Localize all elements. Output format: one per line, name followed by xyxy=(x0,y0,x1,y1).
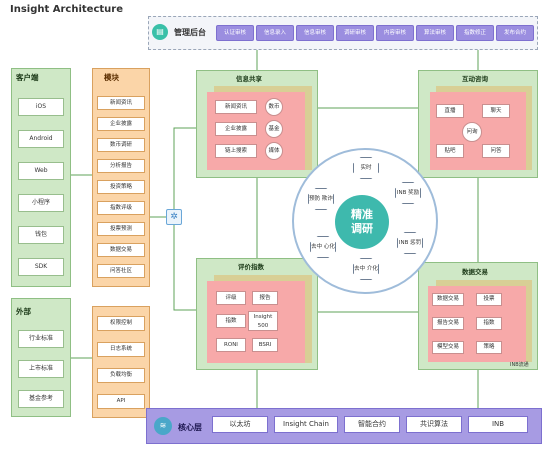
connector-hub-rating xyxy=(173,225,196,311)
trade-item-vote[interactable]: 投票 xyxy=(476,293,502,306)
rating-item-index[interactable]: 指数 xyxy=(216,314,246,328)
admin-item-certification[interactable]: 认证审核 xyxy=(216,25,254,41)
external-heading: 外部 xyxy=(16,307,31,316)
trade-item-index[interactable]: 指数 xyxy=(476,317,502,330)
layers-icon: ≋ xyxy=(154,417,172,435)
core-item-smart-contract[interactable]: 智能合约 xyxy=(344,416,400,433)
rating-item-grade[interactable]: 评级 xyxy=(216,291,246,305)
info-circle-fund[interactable]: 基金 xyxy=(265,120,283,138)
info-circle-coin[interactable]: 数币 xyxy=(265,98,283,116)
info-item-disclosure[interactable]: 企业披露 xyxy=(215,122,257,136)
interaction-item-qa[interactable]: 问答 xyxy=(482,144,510,158)
core-item-insight-chain[interactable]: Insight Chain xyxy=(274,416,338,433)
client-item-ios[interactable]: iOS xyxy=(18,98,64,116)
trade-item-report[interactable]: 报告交易 xyxy=(432,317,464,330)
module-item-vote-prediction[interactable]: 投票预测 xyxy=(97,222,145,236)
external-item-listing-standard[interactable]: 上市标准 xyxy=(18,360,64,378)
core-center: 精准 调研 xyxy=(335,195,389,249)
module-item-investment-strategy[interactable]: 投资策略 xyxy=(97,180,145,194)
module-item-load-balancing[interactable]: 负载均衡 xyxy=(97,368,145,383)
module-item-news[interactable]: 新闻资讯 xyxy=(97,96,145,110)
admin-item-algorithm-review[interactable]: 算法审核 xyxy=(416,25,454,41)
interaction-item-live[interactable]: 直播 xyxy=(436,104,464,118)
module-item-index-rating[interactable]: 指数评级 xyxy=(97,201,145,215)
connector-hub-info xyxy=(173,127,196,209)
client-heading: 客户端 xyxy=(16,73,39,82)
client-item-web[interactable]: Web xyxy=(18,162,64,180)
interaction-heading: 互动咨询 xyxy=(462,75,488,83)
client-item-wallet[interactable]: 钱包 xyxy=(18,226,64,244)
admin-item-info-entry[interactable]: 信息录入 xyxy=(256,25,294,41)
core-node-realtime[interactable]: 实时 xyxy=(353,157,379,179)
module-item-analysis-report[interactable]: 分析报告 xyxy=(97,159,145,173)
core-center-line1: 精准 xyxy=(351,208,373,221)
module-item-access-control[interactable]: 权限控制 xyxy=(97,316,145,331)
rating-item-roni[interactable]: RONI xyxy=(216,338,246,352)
core-node-inb-penalty[interactable]: INB 惩罚 xyxy=(397,232,423,254)
admin-item-index-correction[interactable]: 指数修正 xyxy=(456,25,494,41)
core-item-inb[interactable]: INB xyxy=(468,416,528,433)
rating-item-insight500[interactable]: Insight 500 xyxy=(248,311,278,331)
core-node-fraud-prevention[interactable]: 预防 欺诈 xyxy=(308,188,334,210)
client-item-sdk[interactable]: SDK xyxy=(18,258,64,276)
core-layer-label: 核心层 xyxy=(178,423,202,432)
core-item-ethereum[interactable]: 以太坊 xyxy=(212,416,268,433)
module-heading: 模块 xyxy=(104,73,119,82)
module-item-log-system[interactable]: 日志系统 xyxy=(97,342,145,357)
trade-item-strategy[interactable]: 策略 xyxy=(476,341,502,354)
external-item-industry-standard[interactable]: 行业标准 xyxy=(18,330,64,348)
module-item-api[interactable]: API xyxy=(97,394,145,409)
data-trade-note: INB流通 xyxy=(510,362,529,368)
module-item-coin-research[interactable]: 数币调研 xyxy=(97,138,145,152)
admin-item-content-review[interactable]: 内容审核 xyxy=(376,25,414,41)
admin-item-info-review[interactable]: 信息审核 xyxy=(296,25,334,41)
page-title: Insight Architecture xyxy=(10,4,124,15)
rating-item-report[interactable]: 报告 xyxy=(252,291,278,305)
module-item-qa-community[interactable]: 问答社区 xyxy=(97,264,145,278)
rating-heading: 评价指数 xyxy=(238,263,264,271)
info-item-news[interactable]: 新闻资讯 xyxy=(215,100,257,114)
admin-item-publish-contract[interactable]: 发布合约 xyxy=(496,25,534,41)
core-center-line2: 调研 xyxy=(351,222,373,235)
interaction-item-forum[interactable]: 贴吧 xyxy=(436,144,464,158)
interaction-center-inquiry[interactable]: 问询 xyxy=(462,122,482,142)
core-node-inb-reward[interactable]: INB 奖励 xyxy=(395,182,421,204)
trade-item-model[interactable]: 模型交易 xyxy=(432,341,464,354)
interaction-item-chat[interactable]: 聊天 xyxy=(482,104,510,118)
trade-item-data[interactable]: 数据交易 xyxy=(432,293,464,306)
info-share-heading: 信息共享 xyxy=(236,75,262,83)
admin-item-research-review[interactable]: 调研审核 xyxy=(336,25,374,41)
info-circle-media[interactable]: 媒体 xyxy=(265,142,283,160)
hub-icon: ✲ xyxy=(166,209,182,225)
module-item-disclosure[interactable]: 企业披露 xyxy=(97,117,145,131)
info-item-chain-search[interactable]: 链上搜索 xyxy=(215,144,257,158)
external-item-fund-reference[interactable]: 基金参考 xyxy=(18,390,64,408)
admin-icon: ▤ xyxy=(152,24,168,40)
rating-item-bsri[interactable]: BSRI xyxy=(252,338,278,352)
core-node-decentralization[interactable]: 去中 心化 xyxy=(310,236,336,258)
core-node-disintermediation[interactable]: 去中 介化 xyxy=(353,258,379,280)
client-item-miniprogram[interactable]: 小程序 xyxy=(18,194,64,212)
core-item-consensus[interactable]: 共识算法 xyxy=(406,416,462,433)
module-item-data-trade[interactable]: 数据交易 xyxy=(97,243,145,257)
data-trade-heading: 数据交易 xyxy=(462,268,488,276)
admin-label: 管理后台 xyxy=(174,28,206,37)
client-item-android[interactable]: Android xyxy=(18,130,64,148)
